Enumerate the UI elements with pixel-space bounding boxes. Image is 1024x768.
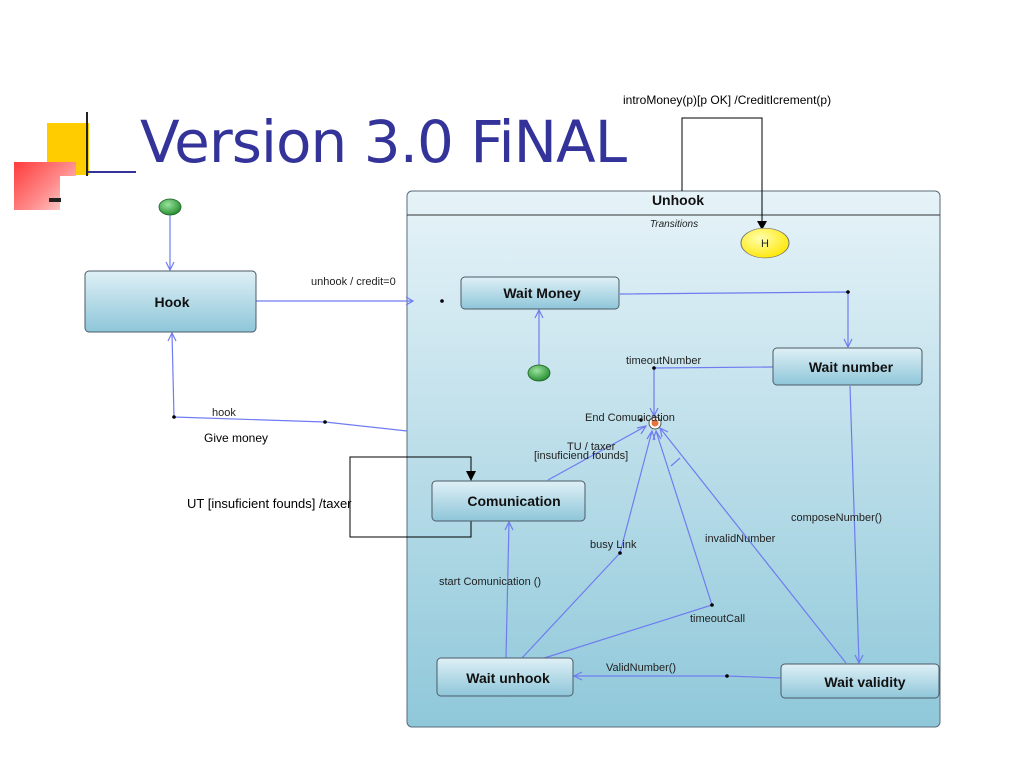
label-ut-insufficient: UT [insuficient founds] /taxer — [187, 496, 352, 511]
ut-self-transition — [349, 456, 476, 538]
label-intro-money: introMoney(p)[p OK] /CreditIcrement(p) — [623, 93, 831, 107]
label-unhook-credit: unhook / credit=0 — [311, 276, 396, 288]
label-compose-number: composeNumber() — [791, 512, 882, 524]
intro-money-transition — [681, 117, 767, 230]
label-timeout-number: timeoutNumber — [626, 355, 702, 367]
state-hook: Hook — [84, 270, 257, 333]
label-timeout-call: timeoutCall — [690, 613, 745, 625]
state-wait-unhook: Wait unhook — [436, 657, 574, 697]
state-wait-unhook-label: Wait unhook — [466, 670, 550, 686]
label-tu-taxer: TU / taxer — [567, 441, 616, 453]
label-busy-link: busy Link — [590, 539, 637, 551]
history-state: H — [740, 227, 790, 259]
composite-state-subtitle: Transitions — [650, 219, 698, 230]
state-comunication-label: Comunication — [467, 493, 560, 509]
decor-dash — [49, 198, 61, 202]
label-insufficient-founds: [insuficiend founds] — [534, 450, 628, 462]
composite-state-unhook: Unhook Transitions — [406, 190, 941, 728]
final-state-end-comunication — [648, 416, 662, 430]
junction-dots — [172, 290, 850, 678]
state-wait-money: Wait Money — [460, 276, 620, 310]
decor-white-block — [60, 176, 150, 222]
state-wait-money-label: Wait Money — [503, 285, 580, 301]
decor-horizontal-line — [88, 171, 136, 173]
label-invalid-number: invalidNumber — [705, 533, 776, 545]
transition-labels: unhook / credit=0 hook timeoutNumber End… — [212, 276, 882, 674]
history-state-label: H — [761, 238, 769, 250]
label-hook: hook — [212, 407, 236, 419]
state-wait-number-label: Wait number — [809, 359, 894, 375]
slide-title: Version 3.0 FiNAL — [140, 108, 627, 176]
label-give-money: Give money — [204, 431, 268, 445]
composite-state-name: Unhook — [652, 192, 704, 208]
label-valid-number: ValidNumber() — [606, 662, 676, 674]
state-wait-validity-label: Wait validity — [824, 674, 905, 690]
initial-state-outer — [158, 198, 182, 216]
state-comunication: Comunication — [431, 480, 586, 522]
label-end-comunication: End Comunication — [585, 412, 675, 424]
state-hook-label: Hook — [155, 294, 190, 310]
state-wait-number: Wait number — [772, 347, 923, 386]
decor-vertical-line — [86, 112, 88, 176]
initial-state-inner — [527, 364, 551, 382]
label-start-comunication: start Comunication () — [439, 576, 541, 588]
state-wait-validity: Wait validity — [780, 663, 940, 699]
